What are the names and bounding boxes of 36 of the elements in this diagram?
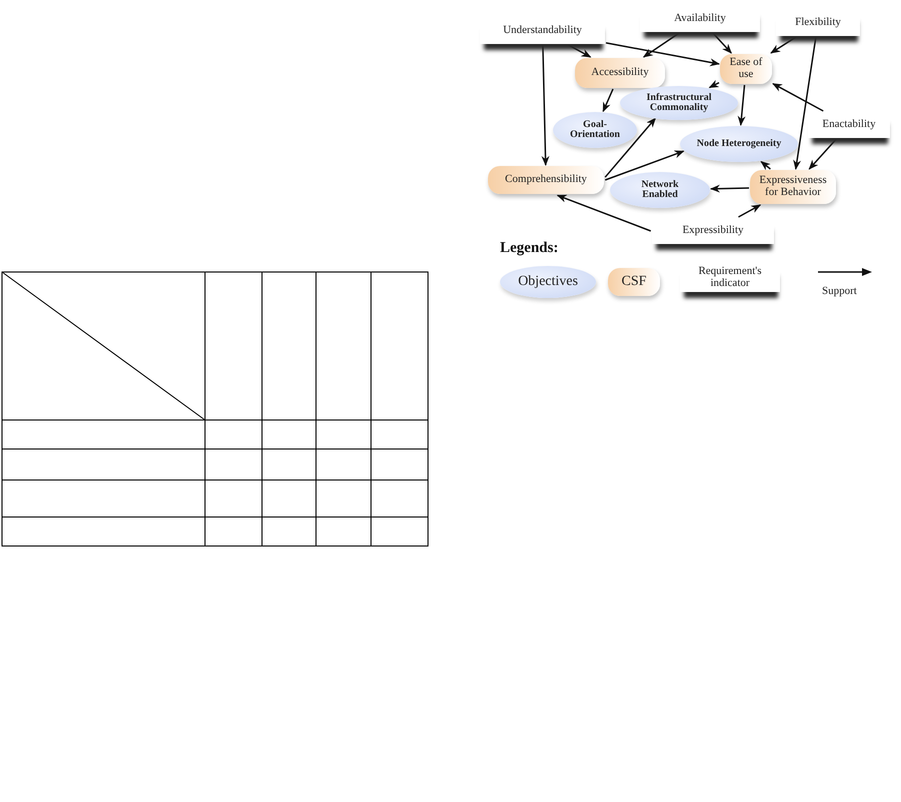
indicator-box: Flexibility [776, 10, 860, 36]
csf-pill: Ease of use [720, 54, 772, 84]
arrow [710, 184, 750, 193]
arrow [760, 161, 771, 170]
arrow [604, 150, 684, 181]
arrow [772, 83, 824, 112]
objective-ellipse: Goal-Orientation [553, 112, 637, 148]
csf-pill: Accessibility [575, 58, 665, 88]
legend-label: Support [822, 285, 857, 297]
legend-heading: Legends: [500, 240, 558, 257]
legend-csf-pill: CSF [608, 268, 660, 296]
arrow [541, 44, 550, 166]
arrow [602, 88, 614, 112]
legend-objective-ellipse: Objectives [500, 266, 596, 298]
indicator-box: Enactability [808, 112, 890, 138]
csf-pill: Comprehensibility [488, 166, 604, 194]
arrow [770, 36, 796, 54]
arrow [556, 194, 652, 232]
arrow [708, 80, 720, 88]
arrow [738, 84, 746, 126]
arrow [712, 32, 732, 54]
arrow [793, 36, 817, 170]
arrow [606, 42, 720, 66]
indicator-box: Availability [640, 6, 760, 32]
objective-ellipse: Infrastructural Commonality [620, 86, 738, 120]
indicator-box: Expressibility [652, 218, 774, 244]
indicator-box: Understandability [480, 18, 605, 44]
csf-pill: Expressiveness for Behavior [750, 170, 836, 204]
arrow [738, 204, 762, 218]
legend-indicator-box: Requirement's indicator [680, 264, 780, 292]
arrow [604, 118, 656, 178]
arrow [568, 44, 592, 58]
objective-ellipse: Node Heterogeneity [680, 126, 798, 162]
arrow [808, 138, 837, 170]
objective-ellipse: Network Enabled [610, 172, 710, 208]
arrow [642, 32, 680, 58]
